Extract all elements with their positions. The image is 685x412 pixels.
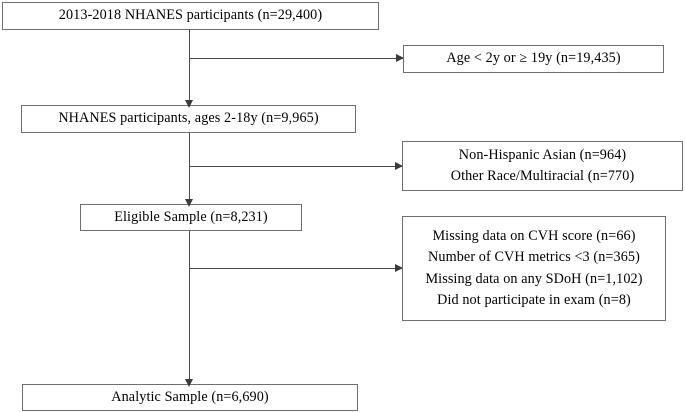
node-total-participants-label: 2013-2018 NHANES participants (n=29,400) [58,7,323,24]
arrowhead-right-icon [395,162,403,171]
node-eligible-sample-label: Eligible Sample (n=8,231) [114,208,268,225]
connector-branch-exclusion-race [189,166,402,168]
node-exclusion-missing-data: Missing data on CVH score (n=66) Number … [402,216,666,321]
node-participants-ages-2-18: NHANES participants, ages 2-18y (n=9,965… [21,105,356,133]
node-participants-ages-2-18-label: NHANES participants, ages 2-18y (n=9,965… [58,110,319,127]
connector-ages-to-eligible [189,133,191,207]
node-exclusion-missing-data-line-1: Missing data on CVH score (n=66) [432,227,636,244]
arrowhead-down-icon [185,379,194,387]
connector-eligible-to-analytic [189,231,191,387]
arrowhead-right-icon [396,54,404,63]
node-exclusion-race-line-2: Other Race/Multiracial (n=770) [450,168,635,184]
node-eligible-sample: Eligible Sample (n=8,231) [80,204,302,231]
node-exclusion-race-line-1: Non-Hispanic Asian (n=964) [458,146,627,163]
node-exclusion-missing-data-line-3: Missing data on any SDoH (n=1,102) [425,270,643,287]
node-exclusion-age: Age < 2y or ≥ 19y (n=19,435) [403,45,664,73]
node-exclusion-missing-data-line-4: Did not participate in exam (n=8) [437,291,631,308]
node-analytic-sample: Analytic Sample (n=6,690) [22,384,358,411]
arrowhead-down-icon [185,199,194,207]
arrowhead-down-icon [185,100,194,108]
connector-branch-exclusion-data [189,268,402,270]
node-analytic-sample-label: Analytic Sample (n=6,690) [111,388,269,405]
connector-total-to-ages [189,30,191,108]
arrowhead-right-icon [395,264,403,273]
node-total-participants: 2013-2018 NHANES participants (n=29,400) [2,2,379,30]
connector-branch-exclusion-age [189,58,403,60]
node-exclusion-missing-data-line-2: Number of CVH metrics <3 (n=365) [428,249,640,266]
node-exclusion-race: Non-Hispanic Asian (n=964) Other Race/Mu… [402,141,683,191]
node-exclusion-age-line-1: Age < 2y or ≥ 19y (n=19,435) [446,50,621,67]
